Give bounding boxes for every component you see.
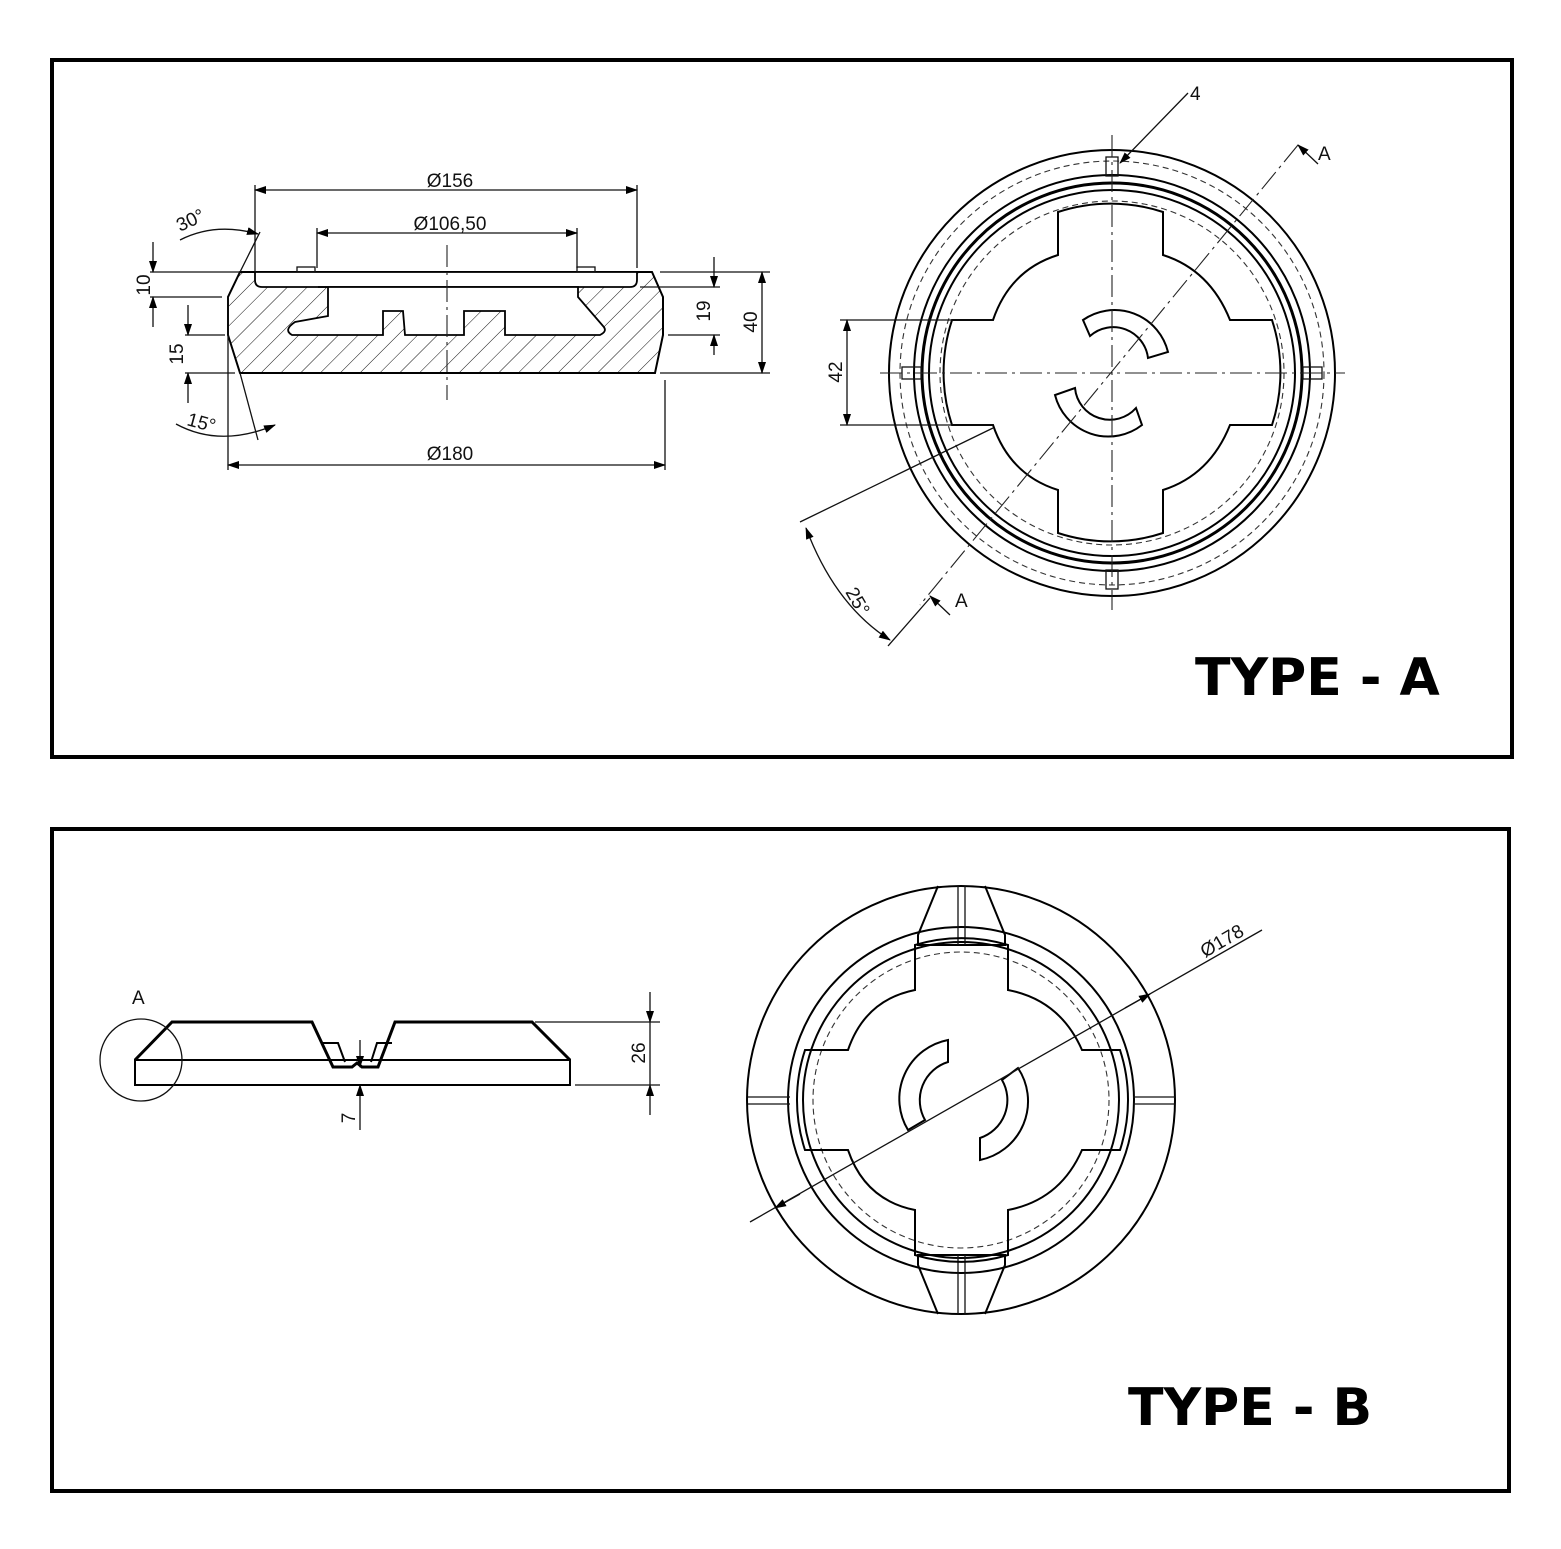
cross-shape — [942, 202, 1282, 543]
detail-circle-a — [99, 1018, 183, 1102]
curved-slot — [1053, 386, 1144, 438]
dim-slot-4: 4 — [1190, 84, 1201, 105]
type-a-section-view: Ø156 Ø106,50 Ø180 10 15 19 40 30° — [134, 171, 770, 470]
type-a-frame — [50, 58, 1514, 759]
bottom-notch — [917, 1254, 1006, 1315]
detail-label-a: A — [132, 988, 145, 1009]
type-b-side-view: A 26 7 — [99, 988, 660, 1130]
dim-arm-42: 42 — [826, 361, 847, 382]
section-label-a: A — [955, 591, 968, 612]
dim-height-7: 7 — [339, 1113, 360, 1124]
tab — [576, 266, 596, 273]
dim-dia-106: Ø106,50 — [414, 214, 487, 235]
dim-height-40: 40 — [741, 311, 762, 332]
dim-height-15: 15 — [167, 343, 188, 364]
dim-height-19: 19 — [694, 300, 715, 321]
type-b-plan-view: Ø178 — [746, 885, 1263, 1315]
type-a-panel: Ø156 Ø106,50 Ø180 10 15 19 40 30° — [50, 58, 1514, 759]
dim-dia-156: Ø156 — [427, 171, 473, 192]
top-notch — [917, 885, 1006, 946]
type-b-panel: A 26 7 Ø178 TY — [50, 827, 1511, 1493]
curved-slot — [979, 1066, 1029, 1162]
type-b-title: TYPE - B — [1128, 1378, 1372, 1438]
cross-shape — [795, 937, 1130, 1263]
curved-slot — [898, 1038, 949, 1132]
cavity — [287, 286, 606, 336]
type-a-title: TYPE - A — [1195, 648, 1440, 708]
base-plate — [134, 1059, 571, 1086]
tab — [296, 266, 316, 273]
dim-height-10: 10 — [134, 274, 155, 295]
dim-dia-180: Ø180 — [427, 444, 473, 465]
type-b-frame — [50, 827, 1511, 1493]
dim-height-26: 26 — [629, 1042, 650, 1063]
dim-dia-178: Ø178 — [1197, 921, 1248, 962]
dim-angle-25: 25° — [841, 584, 874, 619]
section-label-a: A — [1318, 144, 1331, 165]
type-a-plan-view: A A 4 42 25° — [799, 84, 1345, 647]
top-recess — [254, 271, 638, 288]
curved-slot — [1081, 309, 1170, 360]
dim-angle-15: 15° — [185, 410, 218, 438]
